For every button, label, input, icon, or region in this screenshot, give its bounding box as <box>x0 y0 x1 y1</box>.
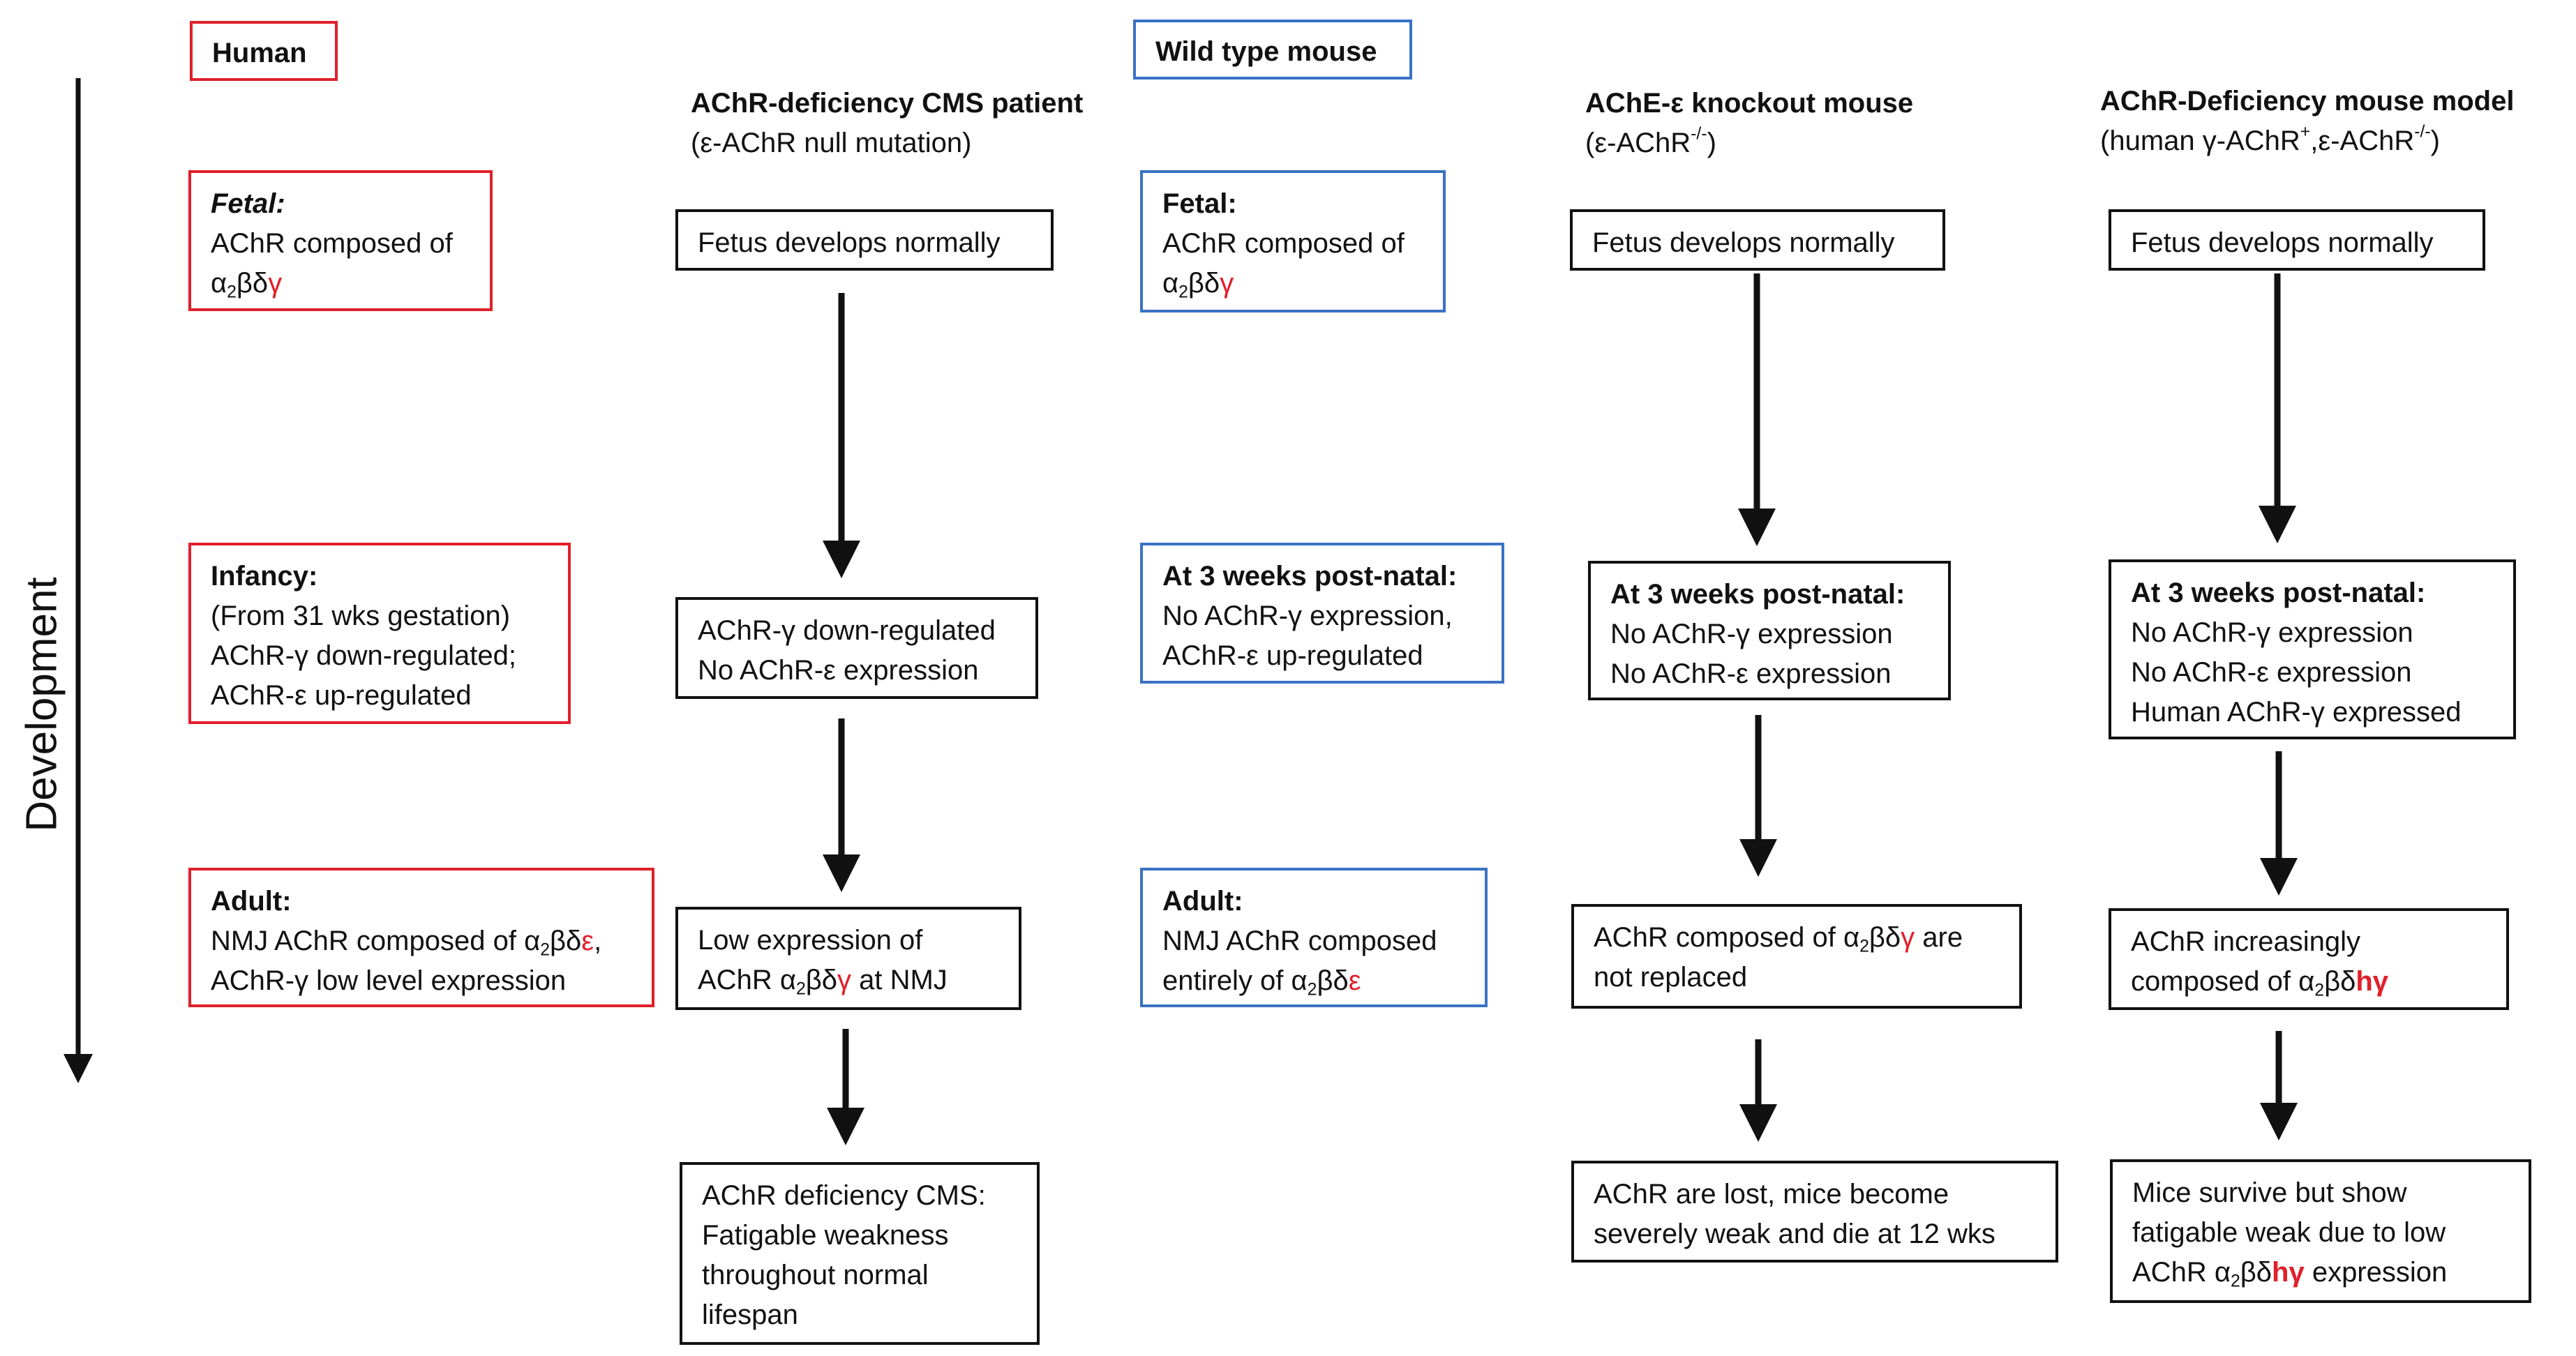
wild-type-header: Wild type mouse <box>1133 20 1412 80</box>
model-adult-box: AChR increasingly composed of α2βδhγ <box>2109 908 2509 1010</box>
wild-adult-box: Adult: NMJ AChR composed entirely of α2β… <box>1140 868 1488 1007</box>
model-outcome-box: Mice survive but show fatigable weak due… <box>2110 1159 2531 1303</box>
human-adult-box: Adult: NMJ AChR composed of α2βδε, AChR-… <box>188 868 654 1007</box>
cms-infancy-box: AChR-γ down-regulated No AChR-ε expressi… <box>675 597 1038 699</box>
model-3weeks-box: At 3 weeks post-natal: No AChR-γ express… <box>2109 559 2516 739</box>
model-fetus-box: Fetus develops normally <box>2109 209 2485 271</box>
cms-outcome-box: AChR deficiency CMS: Fatigable weakness … <box>680 1162 1040 1345</box>
ko-fetus-box: Fetus develops normally <box>1570 209 1945 271</box>
cms-adult-box: Low expression of AChR α2βδγ at NMJ <box>675 907 1021 1010</box>
ko-outcome-box: AChR are lost, mice become severely weak… <box>1571 1161 2058 1263</box>
wild-fetal-box: Fetal: AChR composed of α2βδγ <box>1140 170 1446 312</box>
human-infancy-box: Infancy: (From 31 wks gestation) AChR-γ … <box>188 543 571 724</box>
ko-adult-box: AChR composed of α2βδγ are not replaced <box>1571 904 2022 1009</box>
knockout-mouse-header: AChE-ε knockout mouse (ε-AChR-/-) <box>1585 88 1914 158</box>
cms-patient-header: AChR-deficiency CMS patient (ε-AChR null… <box>691 88 1084 158</box>
ko-3weeks-box: At 3 weeks post-natal: No AChR-γ express… <box>1588 561 1951 700</box>
human-fetal-box: Fetal: AChR composed of α2βδγ <box>188 170 493 311</box>
wild-3weeks-box: At 3 weeks post-natal: No AChR-γ express… <box>1140 543 1504 684</box>
model-mouse-header: AChR-Deficiency mouse model (human γ-ACh… <box>2100 86 2515 156</box>
human-header: Human <box>190 21 338 81</box>
cms-fetus-box: Fetus develops normally <box>675 209 1054 271</box>
